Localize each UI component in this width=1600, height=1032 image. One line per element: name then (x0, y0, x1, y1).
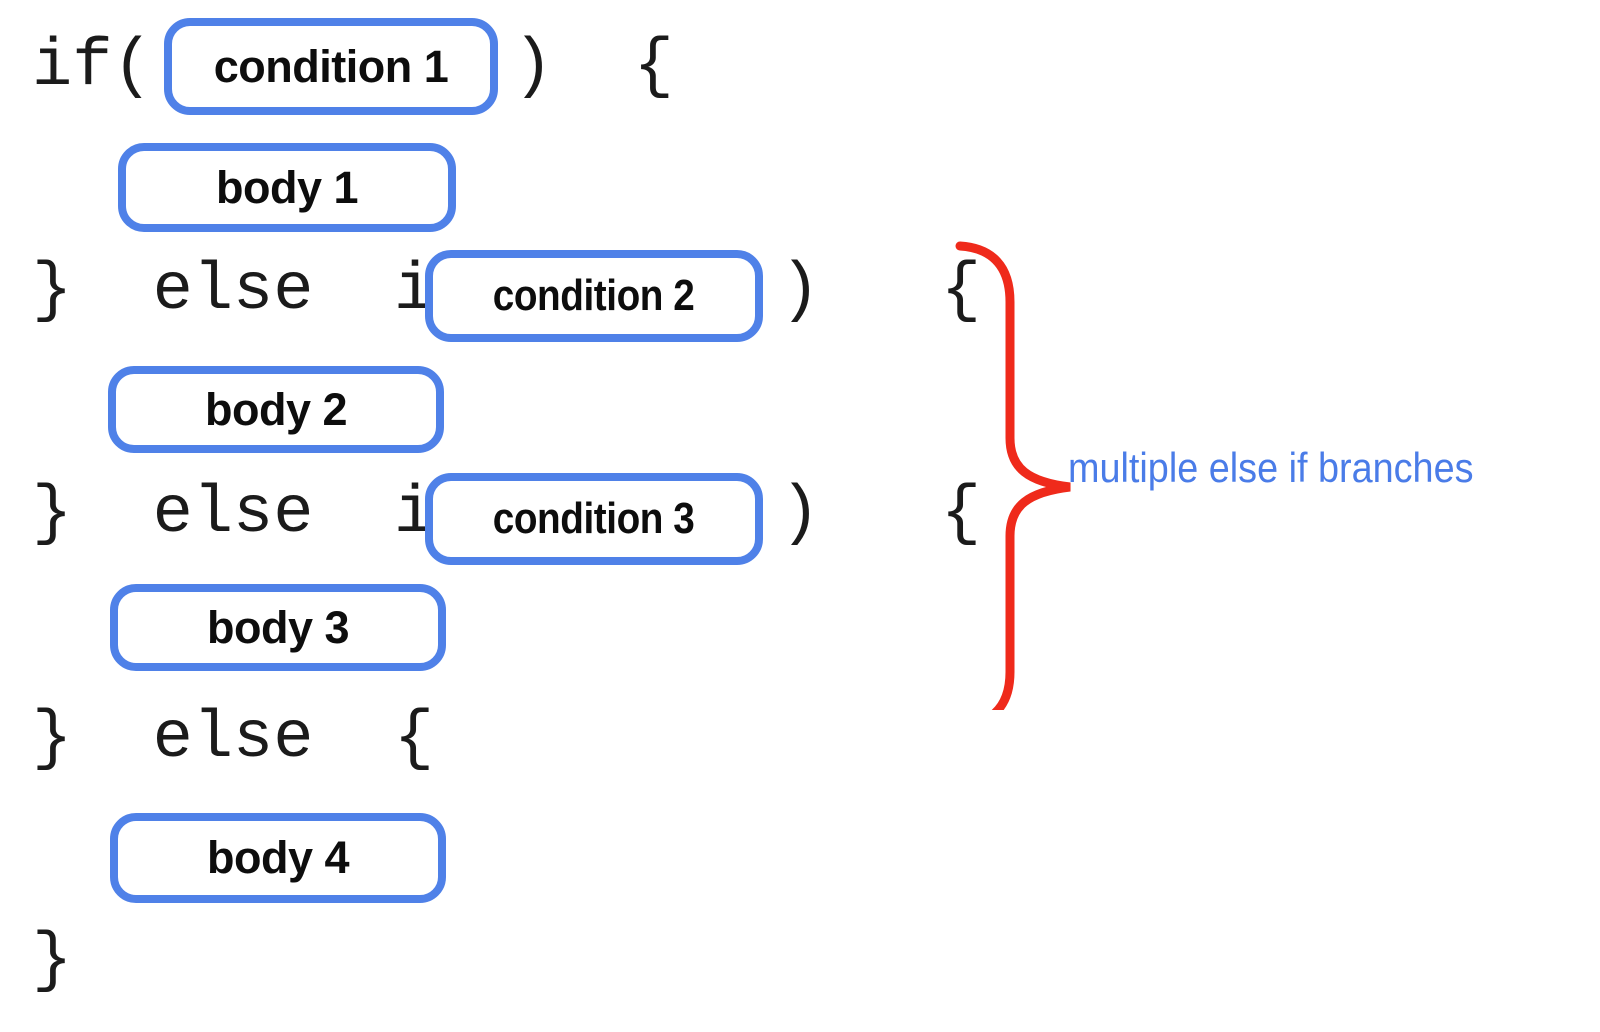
box-condition-2[interactable]: condition 2 (425, 250, 763, 342)
code-token-else: } else { (32, 701, 435, 777)
box-body-1[interactable]: body 1 (118, 143, 456, 232)
code-token-line3-close: ) { (780, 253, 982, 329)
code-token-if-open: if( (32, 29, 153, 105)
box-condition-1[interactable]: condition 1 (164, 18, 498, 115)
box-condition-3-label: condition 3 (493, 494, 695, 543)
box-condition-3[interactable]: condition 3 (425, 473, 763, 565)
box-body-2[interactable]: body 2 (108, 366, 444, 453)
code-token-close-brace: } (32, 923, 73, 999)
box-body-3-label: body 3 (206, 601, 350, 653)
box-body-4-label: body 4 (206, 832, 350, 883)
code-token-line5-close: ) { (780, 476, 982, 552)
box-condition-2-label: condition 2 (493, 271, 695, 320)
box-body-4[interactable]: body 4 (110, 813, 446, 903)
box-condition-1-label: condition 1 (213, 40, 449, 92)
box-body-3[interactable]: body 3 (110, 584, 446, 671)
box-body-2-label: body 2 (204, 383, 348, 435)
code-token-line1-close: ) { (513, 29, 674, 105)
annotation-multiple-else-if-branches: multiple else if branches (1068, 444, 1474, 491)
box-body-1-label: body 1 (215, 161, 359, 213)
